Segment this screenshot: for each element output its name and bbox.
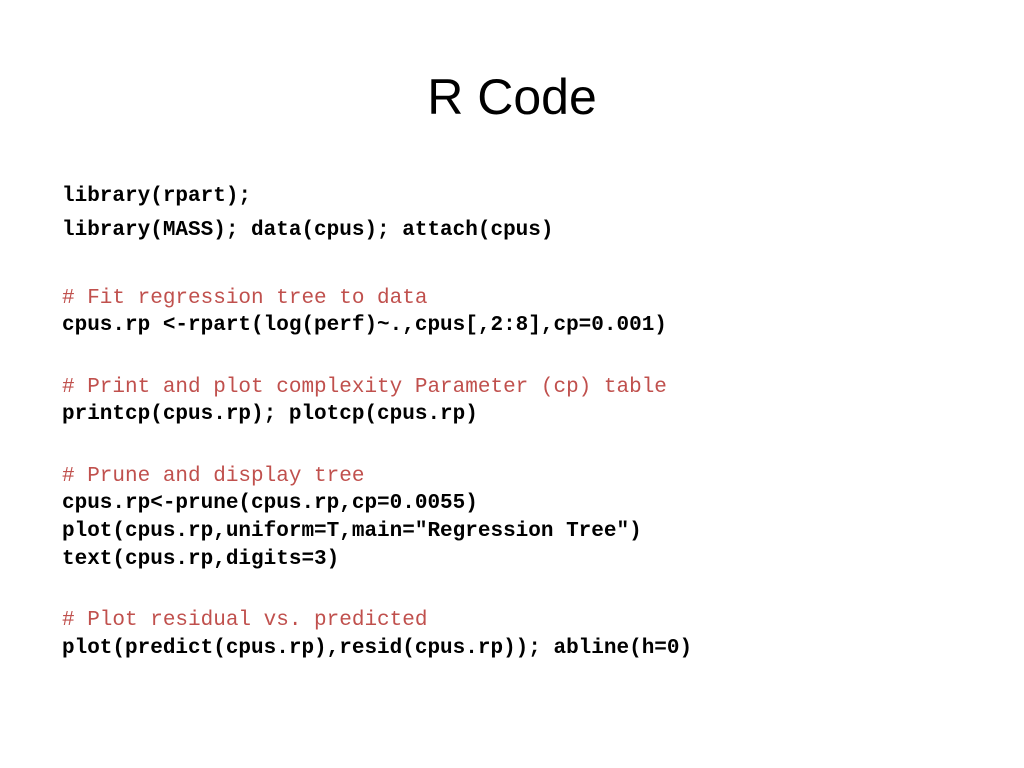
code-line-plot-tree: plot(cpus.rp,uniform=T,main="Regression …: [62, 520, 642, 543]
code-line-library-rpart: library(rpart);: [62, 185, 252, 208]
code-line-prune: cpus.rp<-prune(cpus.rp,cp=0.0055): [62, 492, 478, 515]
code-line-printcp: printcp(cpus.rp); plotcp(cpus.rp): [62, 403, 478, 426]
code-line-library-mass: library(MASS); data(cpus); attach(cpus): [62, 219, 554, 242]
code-line-residual-plot: plot(predict(cpus.rp),resid(cpus.rp)); a…: [62, 637, 693, 660]
slide-title: R Code: [427, 69, 597, 125]
comment-residual-plot: # Plot residual vs. predicted: [62, 609, 428, 632]
comment-prune-display: # Prune and display tree: [62, 465, 365, 488]
code-line-text-tree: text(cpus.rp,digits=3): [62, 548, 340, 571]
comment-fit-tree: # Fit regression tree to data: [62, 287, 428, 310]
code-line-rpart-call: cpus.rp <-rpart(log(perf)~.,cpus[,2:8],c…: [62, 314, 667, 337]
comment-print-plot-cp: # Print and plot complexity Parameter (c…: [62, 376, 667, 399]
